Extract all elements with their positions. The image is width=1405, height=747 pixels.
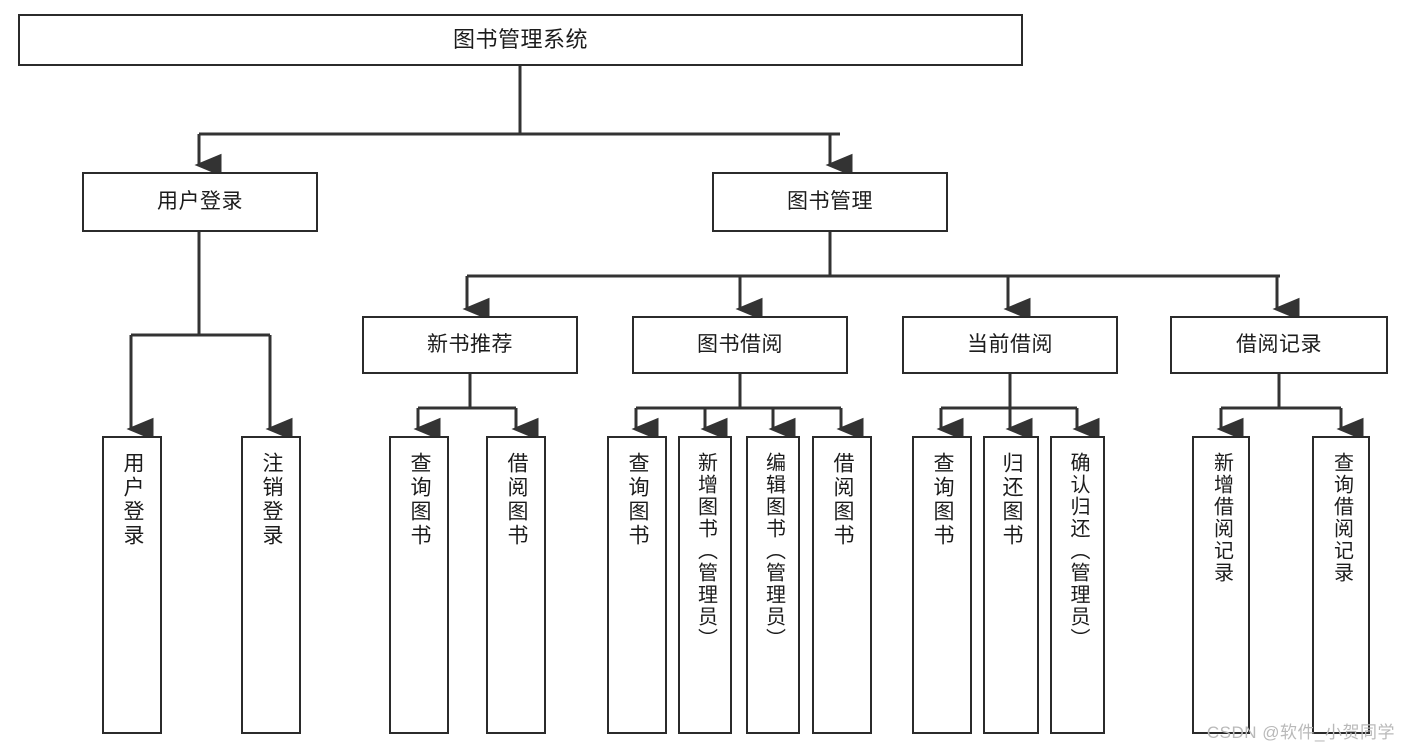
- node-label: 确认归还（管理员）: [1067, 452, 1089, 650]
- node-label: 查询图书: [626, 452, 650, 548]
- node-label: 新书推荐: [427, 333, 513, 357]
- csdn-watermark: CSDN @软件_小贺同学: [1206, 723, 1395, 742]
- node-label: 用户登录: [121, 452, 145, 548]
- node-label: 查询借阅记录: [1330, 452, 1353, 584]
- node-label: 当前借阅: [967, 333, 1053, 357]
- leaf-add-borrow-record[interactable]: 新增借阅记录: [1192, 436, 1250, 734]
- leaf-confirm-return[interactable]: 确认归还（管理员）: [1050, 436, 1105, 734]
- node-new-book-recommend[interactable]: 新书推荐: [362, 316, 578, 374]
- leaf-query-book-recommend[interactable]: 查询图书: [389, 436, 449, 734]
- node-label: 注销登录: [260, 452, 284, 548]
- node-root-book-management-system[interactable]: 图书管理系统: [18, 14, 1023, 66]
- node-label: 借阅记录: [1236, 333, 1322, 357]
- node-borrow-record[interactable]: 借阅记录: [1170, 316, 1388, 374]
- node-label: 图书管理: [787, 190, 873, 214]
- leaf-edit-book[interactable]: 编辑图书（管理员）: [746, 436, 800, 734]
- node-label: 查询图书: [931, 452, 955, 548]
- node-current-borrow[interactable]: 当前借阅: [902, 316, 1118, 374]
- node-label: 查询图书: [408, 452, 432, 548]
- node-book-management[interactable]: 图书管理: [712, 172, 948, 232]
- leaf-borrow-book-borrow[interactable]: 借阅图书: [812, 436, 872, 734]
- node-label: 新增借阅记录: [1210, 452, 1233, 584]
- leaf-query-borrow-record[interactable]: 查询借阅记录: [1312, 436, 1370, 734]
- node-label: 编辑图书（管理员）: [762, 452, 785, 650]
- node-label: 新增图书（管理员）: [694, 452, 717, 650]
- node-label: 图书借阅: [697, 333, 783, 357]
- node-user-login[interactable]: 用户登录: [82, 172, 318, 232]
- node-label: 借阅图书: [505, 452, 529, 548]
- leaf-borrow-book-recommend[interactable]: 借阅图书: [486, 436, 546, 734]
- node-label: 归还图书: [1000, 452, 1024, 548]
- leaf-query-book-current[interactable]: 查询图书: [912, 436, 972, 734]
- node-label: 图书管理系统: [452, 26, 588, 52]
- leaf-logout-login[interactable]: 注销登录: [241, 436, 301, 734]
- node-label: 借阅图书: [831, 452, 855, 548]
- leaf-return-book[interactable]: 归还图书: [983, 436, 1039, 734]
- leaf-add-book[interactable]: 新增图书（管理员）: [678, 436, 732, 734]
- leaf-query-book-borrow[interactable]: 查询图书: [607, 436, 667, 734]
- node-label: 用户登录: [157, 190, 243, 214]
- leaf-user-login[interactable]: 用户登录: [102, 436, 162, 734]
- node-book-borrow[interactable]: 图书借阅: [632, 316, 848, 374]
